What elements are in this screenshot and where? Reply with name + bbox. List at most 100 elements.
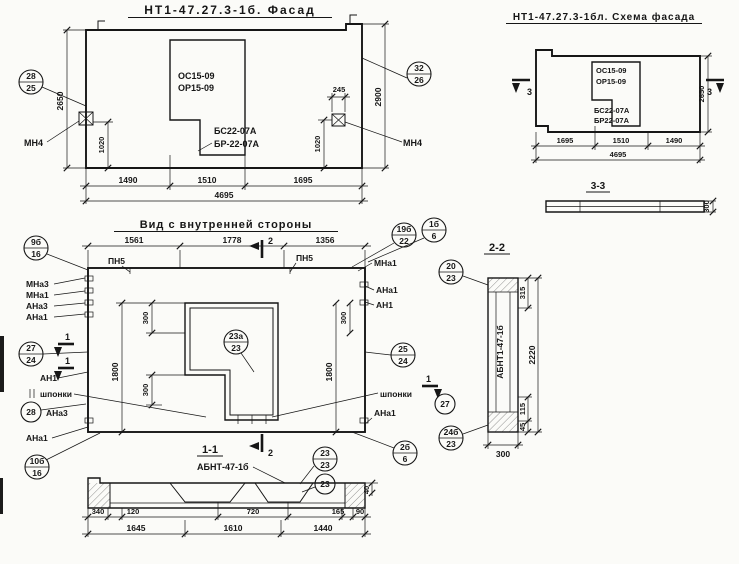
inner-title: Вид с внутренней стороны	[140, 219, 313, 231]
inner-callout-2b-6: 2б 6	[351, 431, 418, 466]
dim-4695: 4695	[215, 190, 234, 200]
dim-300-c: 300	[339, 312, 348, 325]
svg-text:23: 23	[446, 439, 456, 449]
dim-1610: 1610	[224, 523, 243, 533]
section-1-1-callout-23: 23	[301, 473, 336, 495]
dim-2900: 2900	[373, 87, 383, 106]
inner-dimensions: 1800 300 300 300 1800	[110, 299, 354, 436]
section-2-2-callout-24b-23: 24б 23	[438, 424, 489, 451]
svg-text:16: 16	[31, 249, 41, 259]
inner-callout-23a-23: 23а 23	[223, 329, 255, 373]
schema-title: НТ1-47.27.3-1бл. Схема фасада	[513, 11, 695, 23]
dim-1695-schema: 1695	[557, 136, 574, 145]
schema-section-mark-3-left: 3	[512, 78, 532, 97]
facade-window-label-or: ОР15-09	[178, 83, 214, 93]
dim-90: 90	[356, 507, 364, 516]
inner-label-pn5-right: ПН5	[296, 253, 313, 263]
section-2-2-callout-20-23: 20 23	[438, 259, 489, 286]
dim-40: 40	[362, 486, 371, 494]
inner-callout-27-24: 27 24	[18, 341, 89, 367]
facade-callout-32-26: 32 26	[361, 57, 432, 87]
section-1-1-label: АБНТ-47-1б	[197, 462, 249, 472]
section-2-2: 2-2 20 23 АБНТ1-47-1б 315	[438, 242, 542, 459]
facade-sill-label-br: БР-22-07А	[214, 139, 259, 149]
svg-text:2: 2	[268, 448, 273, 458]
svg-text:6: 6	[432, 231, 437, 241]
dim-1490-schema: 1490	[666, 136, 683, 145]
facade-label-mn4-right: МН4	[403, 138, 422, 148]
section-3-3: 3-3 300	[545, 181, 717, 216]
facade-label-mn4-left: МН4	[24, 138, 43, 148]
section-2-2-label: АБНТ1-47-1б	[495, 325, 505, 378]
inner-label-mna1-right: МНа1	[374, 258, 397, 268]
dim-1440: 1440	[314, 523, 333, 533]
schema-label-bs: БС22-07А	[594, 106, 630, 115]
dim-165: 165	[332, 507, 345, 516]
svg-text:24б: 24б	[444, 427, 459, 437]
inner-panel-outline	[87, 267, 366, 433]
svg-text:1: 1	[65, 356, 70, 366]
section-1-1-title: 1-1	[202, 444, 218, 456]
dim-1800-right: 1800	[324, 362, 334, 381]
inner-label-mna3: МНа3	[26, 279, 49, 289]
inner-window-frame	[189, 307, 274, 416]
svg-text:24: 24	[26, 355, 36, 365]
dim-300-b: 300	[141, 384, 150, 397]
inner-label-ana1-right: АНа1	[376, 285, 398, 295]
inner-callout-9b-16: 9б 16	[23, 235, 89, 271]
dim-300-a: 300	[141, 312, 150, 325]
inner-section-mark-1-right: 1	[422, 374, 442, 399]
inner-edge-details	[84, 268, 369, 424]
svg-text:27: 27	[26, 343, 36, 353]
svg-text:23: 23	[446, 273, 456, 283]
svg-text:1б: 1б	[429, 219, 439, 229]
dim-4695-schema: 4695	[610, 150, 627, 159]
dim-1356: 1356	[316, 235, 335, 245]
schema-label-br: БР22-07А	[594, 116, 630, 125]
svg-text:28: 28	[26, 407, 36, 417]
dim-45: 45	[518, 423, 527, 431]
schema-section-mark-3-right: 3	[706, 78, 724, 97]
dim-1695: 1695	[294, 175, 313, 185]
dim-1510-schema: 1510	[613, 136, 630, 145]
inner-section-mark-1-a: 1	[54, 332, 74, 357]
svg-text:10б: 10б	[30, 456, 45, 466]
section-2-2-dimensions: 315 115 45 2220 300	[483, 274, 542, 459]
svg-text:2б: 2б	[400, 442, 410, 452]
inner-label-pn5-left: ПН5	[108, 256, 125, 266]
svg-text:23: 23	[320, 460, 330, 470]
svg-text:23: 23	[320, 479, 330, 489]
inner-label-an1-right: АН1	[376, 300, 393, 310]
section-1-1-dimensions: 40 340 120 720 165 90 1645 1610 1440	[82, 479, 378, 538]
svg-text:1: 1	[426, 374, 431, 384]
dim-2220: 2220	[527, 345, 537, 364]
dim-1020-right: 1020	[313, 136, 322, 153]
section-1-1-profile	[87, 477, 366, 509]
inner-callout-27: 27	[434, 393, 456, 415]
svg-text:23а: 23а	[229, 331, 243, 341]
schema-view: НТ1-47.27.3-1бл. Схема фасада ОС15-09 ОР…	[506, 11, 724, 216]
svg-text:3: 3	[707, 87, 712, 97]
svg-text:6: 6	[403, 454, 408, 464]
inner-label-shponki-right: шпонки	[380, 389, 412, 399]
schema-label-os: ОС15-09	[596, 66, 626, 75]
inner-label-ana1-left: АНа1	[26, 312, 48, 322]
svg-text:26: 26	[414, 75, 424, 85]
inner-label-mna1-left: МНа1	[26, 290, 49, 300]
svg-text:1: 1	[65, 332, 70, 342]
dim-2650-schema: 2650	[697, 86, 706, 103]
inner-section-mark-2-top: 2	[249, 236, 273, 258]
dim-1778: 1778	[223, 235, 242, 245]
inner-label-ana1-bottom-left: АНа1	[26, 433, 48, 443]
svg-text:32: 32	[414, 63, 424, 73]
inner-callout-28: 28	[20, 401, 87, 423]
schema-label-or: ОР15-09	[596, 77, 626, 86]
dim-1645: 1645	[127, 523, 146, 533]
inner-label-shponki-left: шпонки	[40, 389, 72, 399]
scan-edge-marks	[0, 336, 4, 514]
inner-label-an1-left: АН1	[40, 373, 57, 383]
dim-1510: 1510	[198, 175, 217, 185]
inner-view: Вид с внутренней стороны 1561 1778 1356 …	[18, 217, 456, 480]
